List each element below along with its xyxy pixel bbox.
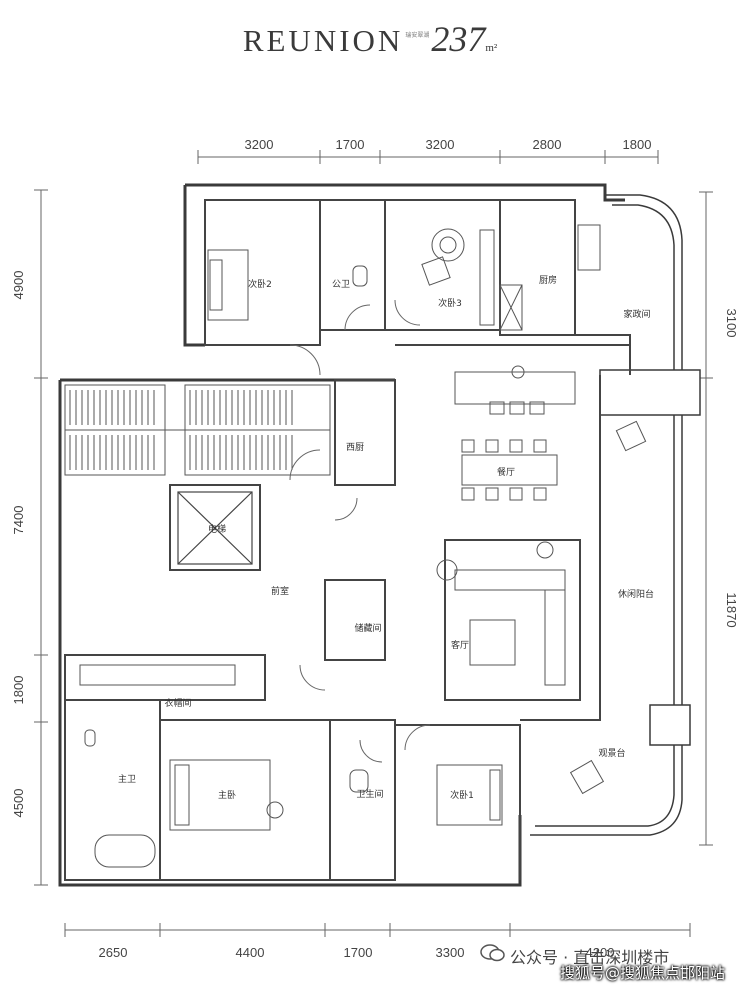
room-label-viewing-deck: 观景台	[598, 747, 625, 759]
room-label-master-bath: 主卫	[118, 773, 136, 785]
dim-bottom-5: 4200	[586, 945, 615, 960]
room-label-bedroom2: 次卧2	[248, 278, 272, 290]
dim-top-4: 2800	[533, 137, 562, 152]
dim-top-3: 3200	[426, 137, 455, 152]
room-label-cloakroom: 衣帽间	[164, 697, 191, 709]
dim-top-2: 1700	[336, 137, 365, 152]
furniture	[79, 224, 647, 868]
dim-top-1: 3200	[245, 137, 274, 152]
room-label-master-bedroom: 主卧	[218, 789, 236, 801]
room-label-bathroom: 卫生间	[356, 788, 383, 800]
room-label-bedroom3: 次卧3	[438, 297, 462, 309]
dim-left-2: 7400	[11, 506, 26, 535]
dim-left-3: 1800	[11, 676, 26, 705]
staircase	[64, 384, 331, 476]
exterior-walls	[58, 183, 625, 887]
room-label-kitchen: 厨房	[539, 274, 557, 286]
dimension-lines	[34, 150, 713, 937]
room-label-western-kitchen: 西厨	[346, 442, 364, 453]
room-label-bedroom1: 次卧1	[450, 789, 474, 801]
room-label-elevator: 电梯	[208, 523, 226, 535]
area-unit: m²	[485, 42, 498, 54]
room-label-front-room: 前室	[271, 585, 289, 597]
area-value: 237	[431, 19, 486, 59]
brand-name: REUNION	[242, 23, 404, 58]
dim-bottom-1: 2650	[99, 945, 128, 960]
dim-right-1: 3100	[724, 309, 739, 338]
dimension-labels: 3200 1700 3200 2800 1800 2650 4400 1700 …	[11, 137, 739, 960]
room-labels: 次卧2 公卫 次卧3 厨房 家政间 西厨 餐厅 电梯 前室 储藏间 客厅 休闲阳…	[118, 274, 654, 801]
elevator-shaft	[177, 491, 253, 565]
dim-bottom-2: 4400	[236, 945, 265, 960]
room-label-living: 客厅	[451, 639, 469, 651]
watermark-official-account: 公众号 · 直击深圳楼市	[510, 948, 670, 967]
dim-bottom-3: 1700	[344, 945, 373, 960]
interior-walls	[64, 199, 631, 881]
dim-left-1: 4900	[11, 271, 26, 300]
room-label-leisure-balcony: 休闲阳台	[618, 588, 654, 600]
room-label-dining: 餐厅	[497, 466, 515, 478]
dim-top-5: 1800	[623, 137, 652, 152]
dim-bottom-4: 3300	[436, 945, 465, 960]
room-label-storage: 储藏间	[354, 622, 381, 634]
room-label-housekeeping: 家政间	[623, 308, 650, 320]
dim-right-2: 11870	[724, 592, 739, 627]
door-swings	[289, 299, 431, 763]
balcony-railing	[530, 194, 701, 836]
brand-subtitle: 瑞安翠湖	[405, 33, 430, 39]
dim-left-4: 4500	[11, 789, 26, 818]
wechat-icon	[480, 944, 505, 962]
watermark-sohu: 搜狐号@搜狐焦点邯阳站	[560, 964, 726, 982]
room-label-public-bath: 公卫	[332, 279, 350, 290]
